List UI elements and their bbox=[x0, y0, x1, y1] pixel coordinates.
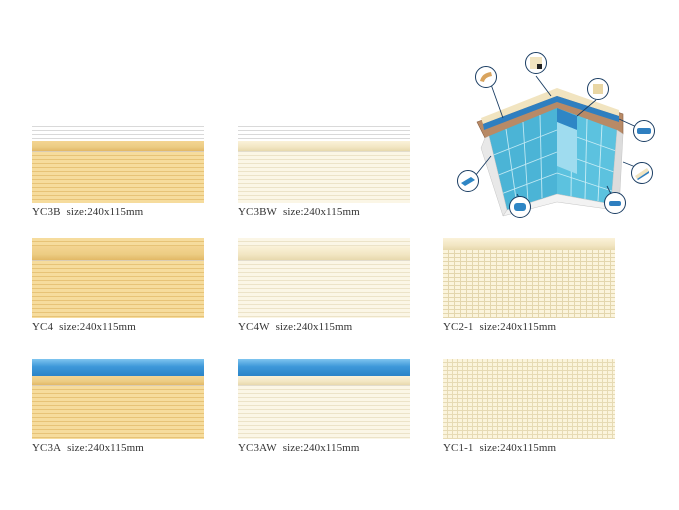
coping-icon bbox=[604, 192, 626, 214]
tile-caption: YC2-1 size:240x115mm bbox=[443, 321, 615, 333]
tile-size: size:240x115mm bbox=[479, 442, 557, 454]
tile-caption: YC4W size:240x115mm bbox=[238, 321, 410, 333]
tile-yc2-1[interactable]: YC2-1 size:240x115mm bbox=[443, 238, 615, 333]
tile-code: YC3A bbox=[32, 442, 62, 454]
tile-size: size:240x115mm bbox=[67, 442, 144, 454]
tile-swatch bbox=[32, 123, 204, 203]
tile-caption: YC3BW size:240x115mm bbox=[238, 206, 410, 218]
tile-caption: YC3A size:240x115mm bbox=[32, 442, 204, 454]
tile-code: YC3B bbox=[32, 206, 61, 218]
tile-caption: YC1-1 size:240x115mm bbox=[443, 442, 615, 454]
tile-swatch bbox=[238, 238, 410, 318]
tile-swatch bbox=[443, 238, 615, 318]
tile-size: size:240x115mm bbox=[282, 442, 360, 454]
tile-caption: YC3B size:240x115mm bbox=[32, 206, 204, 218]
tile-size: size:240x115mm bbox=[283, 206, 360, 218]
tile-swatch bbox=[32, 359, 204, 439]
tile-code: YC4 bbox=[32, 321, 54, 333]
bullnose-tile-icon bbox=[525, 52, 547, 74]
tile-yc3b[interactable]: YC3B size:240x115mm bbox=[32, 123, 204, 218]
tile-yc1-1[interactable]: YC1-1 size:240x115mm bbox=[443, 359, 615, 454]
tile-swatch bbox=[443, 359, 615, 439]
tile-size: size:240x115mm bbox=[479, 321, 557, 333]
blue-tile-icon bbox=[633, 120, 655, 142]
tile-caption: YC3AW size:240x115mm bbox=[238, 442, 410, 454]
edge-tile-icon bbox=[587, 78, 609, 100]
pool-corner-drawing bbox=[474, 75, 644, 217]
tile-size: size:240x115mm bbox=[59, 321, 136, 333]
tile-yc4[interactable]: YC4 size:240x115mm bbox=[32, 238, 204, 333]
tile-code: YC3BW bbox=[238, 206, 277, 218]
grip-tile-icon bbox=[457, 170, 479, 192]
tile-yc3bw[interactable]: YC3BW size:240x115mm bbox=[238, 123, 410, 218]
tile-yc3a[interactable]: YC3A size:240x115mm bbox=[32, 359, 204, 454]
tile-swatch bbox=[238, 123, 410, 203]
tile-yc4w[interactable]: YC4W size:240x115mm bbox=[238, 238, 410, 333]
tile-swatch bbox=[238, 359, 410, 439]
tile-size: size:240x115mm bbox=[275, 321, 353, 333]
pool-corner-illustration bbox=[447, 44, 675, 222]
tile-code: YC4W bbox=[238, 321, 270, 333]
tile-code: YC3AW bbox=[238, 442, 277, 454]
tile-code: YC2-1 bbox=[443, 321, 474, 333]
tile-yc3aw[interactable]: YC3AW size:240x115mm bbox=[238, 359, 410, 454]
nosing-icon bbox=[509, 196, 531, 218]
step-tile-icon bbox=[631, 162, 653, 184]
tile-size: size:240x115mm bbox=[66, 206, 144, 218]
tile-swatch bbox=[32, 238, 204, 318]
tile-code: YC1-1 bbox=[443, 442, 474, 454]
tile-caption: YC4 size:240x115mm bbox=[32, 321, 204, 333]
corner-trim-icon bbox=[475, 66, 497, 88]
